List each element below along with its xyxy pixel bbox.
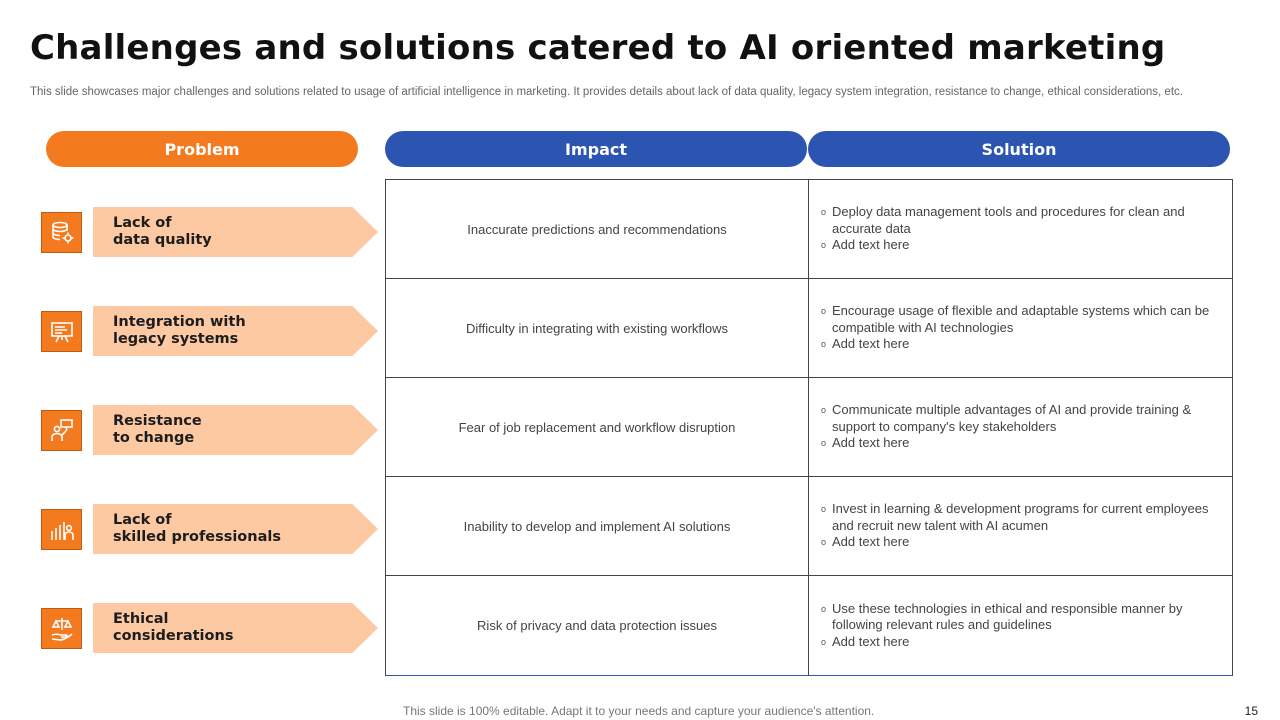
solution-text: Add text here (832, 435, 910, 451)
presentation-board-icon (41, 311, 82, 352)
problem-tag: Ethical considerations (93, 603, 378, 653)
slide-subtitle: This slide showcases major challenges an… (30, 86, 1183, 98)
solution-item: o Encourage usage of flexible and adapta… (815, 303, 1216, 336)
solution-cell: o Deploy data management tools and proce… (809, 180, 1232, 278)
bullet-circle-icon: o (820, 339, 826, 350)
solution-item: o Add text here (815, 534, 1216, 551)
slide-title: Challenges and solutions catered to AI o… (30, 28, 1166, 68)
solution-text: Add text here (832, 336, 910, 352)
solution-cell: o Encourage usage of flexible and adapta… (809, 279, 1232, 377)
solution-item: o Add text here (815, 237, 1216, 254)
solution-header: Solution (808, 131, 1230, 167)
solution-text: Add text here (832, 534, 910, 550)
solution-item: o Communicate multiple advantages of AI … (815, 402, 1216, 435)
team-growth-chart-icon (41, 509, 82, 550)
solution-text: Add text here (832, 633, 910, 649)
problem-row: Lack of skilled professionals (40, 477, 380, 576)
slide-footer: This slide is 100% editable. Adapt it to… (403, 704, 875, 718)
solution-cell: o Invest in learning & development progr… (809, 477, 1232, 575)
solution-text: Invest in learning & development program… (832, 501, 1209, 533)
solution-cell: o Use these technologies in ethical and … (809, 576, 1232, 675)
bullet-circle-icon: o (820, 537, 826, 548)
impact-cell: Risk of privacy and data protection issu… (386, 576, 809, 675)
table-row: Inaccurate predictions and recommendatio… (386, 180, 1232, 279)
bullet-circle-icon: o (820, 438, 826, 449)
person-with-sign-icon (41, 410, 82, 451)
problem-label: Integration with legacy systems (113, 314, 246, 347)
solution-item: o Add text here (815, 435, 1216, 452)
solution-text: Add text here (832, 237, 910, 253)
solution-item: o Add text here (815, 634, 1216, 651)
problem-header: Problem (46, 131, 358, 167)
bullet-circle-icon: o (820, 306, 826, 317)
problem-tag: Lack of skilled professionals (93, 504, 378, 554)
problem-tag: Resistance to change (93, 405, 378, 455)
problem-label: Ethical considerations (113, 611, 234, 644)
bullet-circle-icon: o (820, 504, 826, 515)
bullet-circle-icon: o (820, 636, 826, 647)
impact-cell: Inability to develop and implement AI so… (386, 477, 809, 575)
solution-text: Communicate multiple advantages of AI an… (832, 402, 1192, 434)
impact-header: Impact (385, 131, 807, 167)
table-row: Fear of job replacement and workflow dis… (386, 378, 1232, 477)
page-number: 15 (1244, 704, 1258, 718)
impact-cell: Fear of job replacement and workflow dis… (386, 378, 809, 476)
solution-text: Encourage usage of flexible and adaptabl… (832, 303, 1210, 335)
solution-item: o Use these technologies in ethical and … (815, 601, 1216, 634)
problem-tag: Integration with legacy systems (93, 306, 378, 356)
impact-cell: Difficulty in integrating with existing … (386, 279, 809, 377)
bullet-circle-icon: o (820, 240, 826, 251)
solution-item: o Invest in learning & development progr… (815, 501, 1216, 534)
bullet-circle-icon: o (820, 405, 826, 416)
table-row: Risk of privacy and data protection issu… (386, 576, 1232, 675)
solution-cell: o Communicate multiple advantages of AI … (809, 378, 1232, 476)
problem-row: Lack of data quality (40, 180, 380, 279)
problem-row: Integration with legacy systems (40, 279, 380, 378)
table-row: Difficulty in integrating with existing … (386, 279, 1232, 378)
problem-label: Lack of skilled professionals (113, 512, 281, 545)
solution-text: Use these technologies in ethical and re… (832, 600, 1183, 633)
impact-solution-table: Inaccurate predictions and recommendatio… (385, 179, 1233, 676)
bullet-circle-icon: o (820, 603, 826, 614)
problem-label: Lack of data quality (113, 215, 212, 248)
database-gear-icon (41, 212, 82, 253)
bullet-circle-icon: o (820, 207, 826, 218)
solution-item: o Deploy data management tools and proce… (815, 204, 1216, 237)
impact-cell: Inaccurate predictions and recommendatio… (386, 180, 809, 278)
solution-text: Deploy data management tools and procedu… (832, 204, 1185, 236)
solution-item: o Add text here (815, 336, 1216, 353)
table-row: Inability to develop and implement AI so… (386, 477, 1232, 576)
problem-tag: Lack of data quality (93, 207, 378, 257)
problem-row: Ethical considerations (40, 576, 380, 675)
problem-label: Resistance to change (113, 413, 202, 446)
hand-scales-icon (41, 608, 82, 649)
problem-row: Resistance to change (40, 378, 380, 477)
